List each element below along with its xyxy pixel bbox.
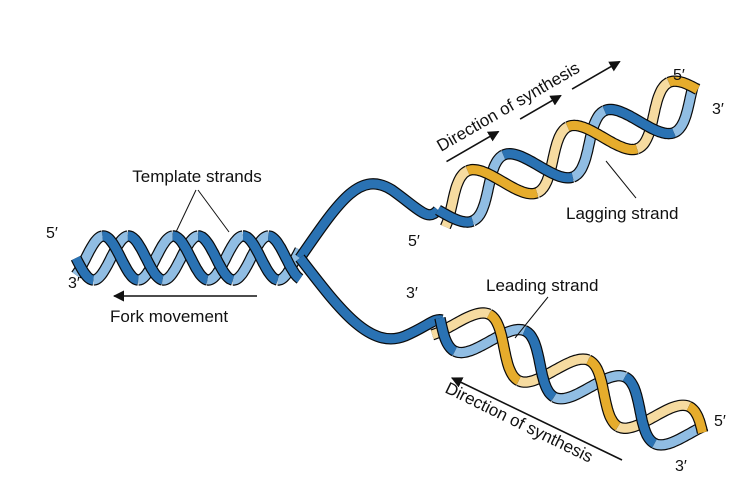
leading-strand-annotation: Leading strand [486,276,598,339]
upper-daughter-helix-strand-a-front [435,206,475,227]
upper-daughter-helix-strand-a-front [602,105,676,139]
parent-helix-strand-b-front [242,231,279,285]
parent-top-end-label: 5′ [46,225,58,242]
upper-right-top-end-label: 5′ [673,67,685,84]
lower-fork-arm [296,255,444,344]
parent-helix-strand-b-front [102,231,139,285]
lower-daughter-helix-strand-b-front [586,355,621,431]
upper-left-end-label: 5′ [408,233,420,250]
template-strands-label: Template strands [132,167,261,186]
parent-helix-strand-a-back [162,231,200,285]
lower-daughter-helix-strand-b-back [516,354,590,387]
upper-right-bottom-end-label: 3′ [712,101,724,118]
fork-arms [295,178,444,345]
lower-direction-annotation: Direction of synthesis [442,377,623,466]
parent-helix-strand-a-front [71,255,94,285]
parent-helix-strand-a-front [127,231,164,285]
parent-helix-strand-b-back [137,231,174,285]
upper-daughter-helix-strand-a-back [470,151,506,225]
lagging-strand-label: Lagging strand [566,204,678,223]
lower-daughter-helix-strand-b-back [615,400,691,433]
parent-helix-strand-a-back [232,231,269,285]
helix-group [70,75,709,451]
lower-daughter-helix-front-layer [434,309,709,449]
lower-right-bottom-end-label: 3′ [675,458,687,475]
lower-daughter-helix-strand-a-back [453,325,526,358]
lower-left-end-label: 3′ [406,285,418,302]
upper-fork-arm [296,179,442,261]
lower-right-top-end-label: 5′ [714,413,726,430]
fork-movement-label: Fork movement [110,307,228,326]
upper-daughter-helix-strand-b-front [667,76,700,94]
lower-daughter-helix-strand-b-front [686,402,707,434]
leading-strand-label: Leading strand [486,276,598,295]
upper-daughter-helix-strand-b-front [565,120,639,154]
fork-movement-arrow: Fork movement [110,290,257,326]
parent-helix-front-layer [70,230,304,286]
lower-daughter-helix-strand-a-front [435,317,457,356]
parent-helix-strand-a-back [92,231,129,285]
upper-daughter-helix-strand-a-back [570,106,607,182]
parent-helix-strand-b-back [206,231,244,285]
upper-daughter-helix-strand-b-front [465,165,539,199]
lower-daughter-helix-strand-a-front [622,372,657,448]
template-strands-annotation: Template strands [132,167,262,233]
parent-helix-strand-b-front [172,231,209,285]
lower-daughter-helix-back-layer [430,307,709,451]
upper-daughter-helix-front-layer [435,75,701,228]
upper-daughter-helix-back-layer [440,77,700,230]
lagging-strand-annotation: Lagging strand [566,160,678,223]
upper-daughter-helix-strand-a-front [501,149,574,183]
lower-daughter-helix-strand-b-front [486,310,521,385]
parent-helix-strand-a-front [197,231,235,285]
lower-daughter-helix-strand-a-front [522,326,557,401]
lower-daughter-helix-strand-a-back [551,371,627,404]
upper-daughter-helix-strand-b-back [534,122,570,197]
upper-daughter-helix-strand-b-back [635,78,672,153]
parent-helix-strand-a-front [267,231,303,283]
parent-bottom-end-label: 3′ [68,275,80,292]
